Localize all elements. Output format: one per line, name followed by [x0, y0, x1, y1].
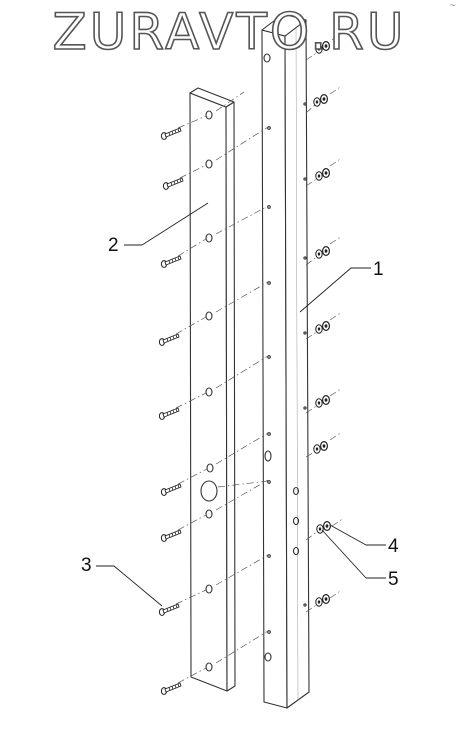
watermark: ZURAVTO.RU [52, 3, 407, 61]
part-1-rail [261, 13, 310, 709]
part-3-screws [158, 127, 184, 695]
corner-mark: ~ [450, 0, 456, 10]
part-label-5: 5 [388, 569, 399, 590]
assembly-centre-lines [175, 31, 345, 684]
leader-5 [321, 529, 386, 579]
part-label-1: 1 [373, 259, 384, 280]
leader-3 [96, 565, 163, 607]
leader-4 [329, 524, 386, 546]
part-label-4: 4 [388, 536, 399, 557]
leader-lines [96, 202, 386, 607]
part-4-5-nuts-washers [313, 40, 331, 607]
leader-2 [124, 202, 209, 246]
part-2-plate [189, 87, 236, 692]
leader-1 [299, 267, 371, 313]
part-label-3: 3 [81, 555, 92, 576]
part-label-2: 2 [108, 235, 119, 256]
